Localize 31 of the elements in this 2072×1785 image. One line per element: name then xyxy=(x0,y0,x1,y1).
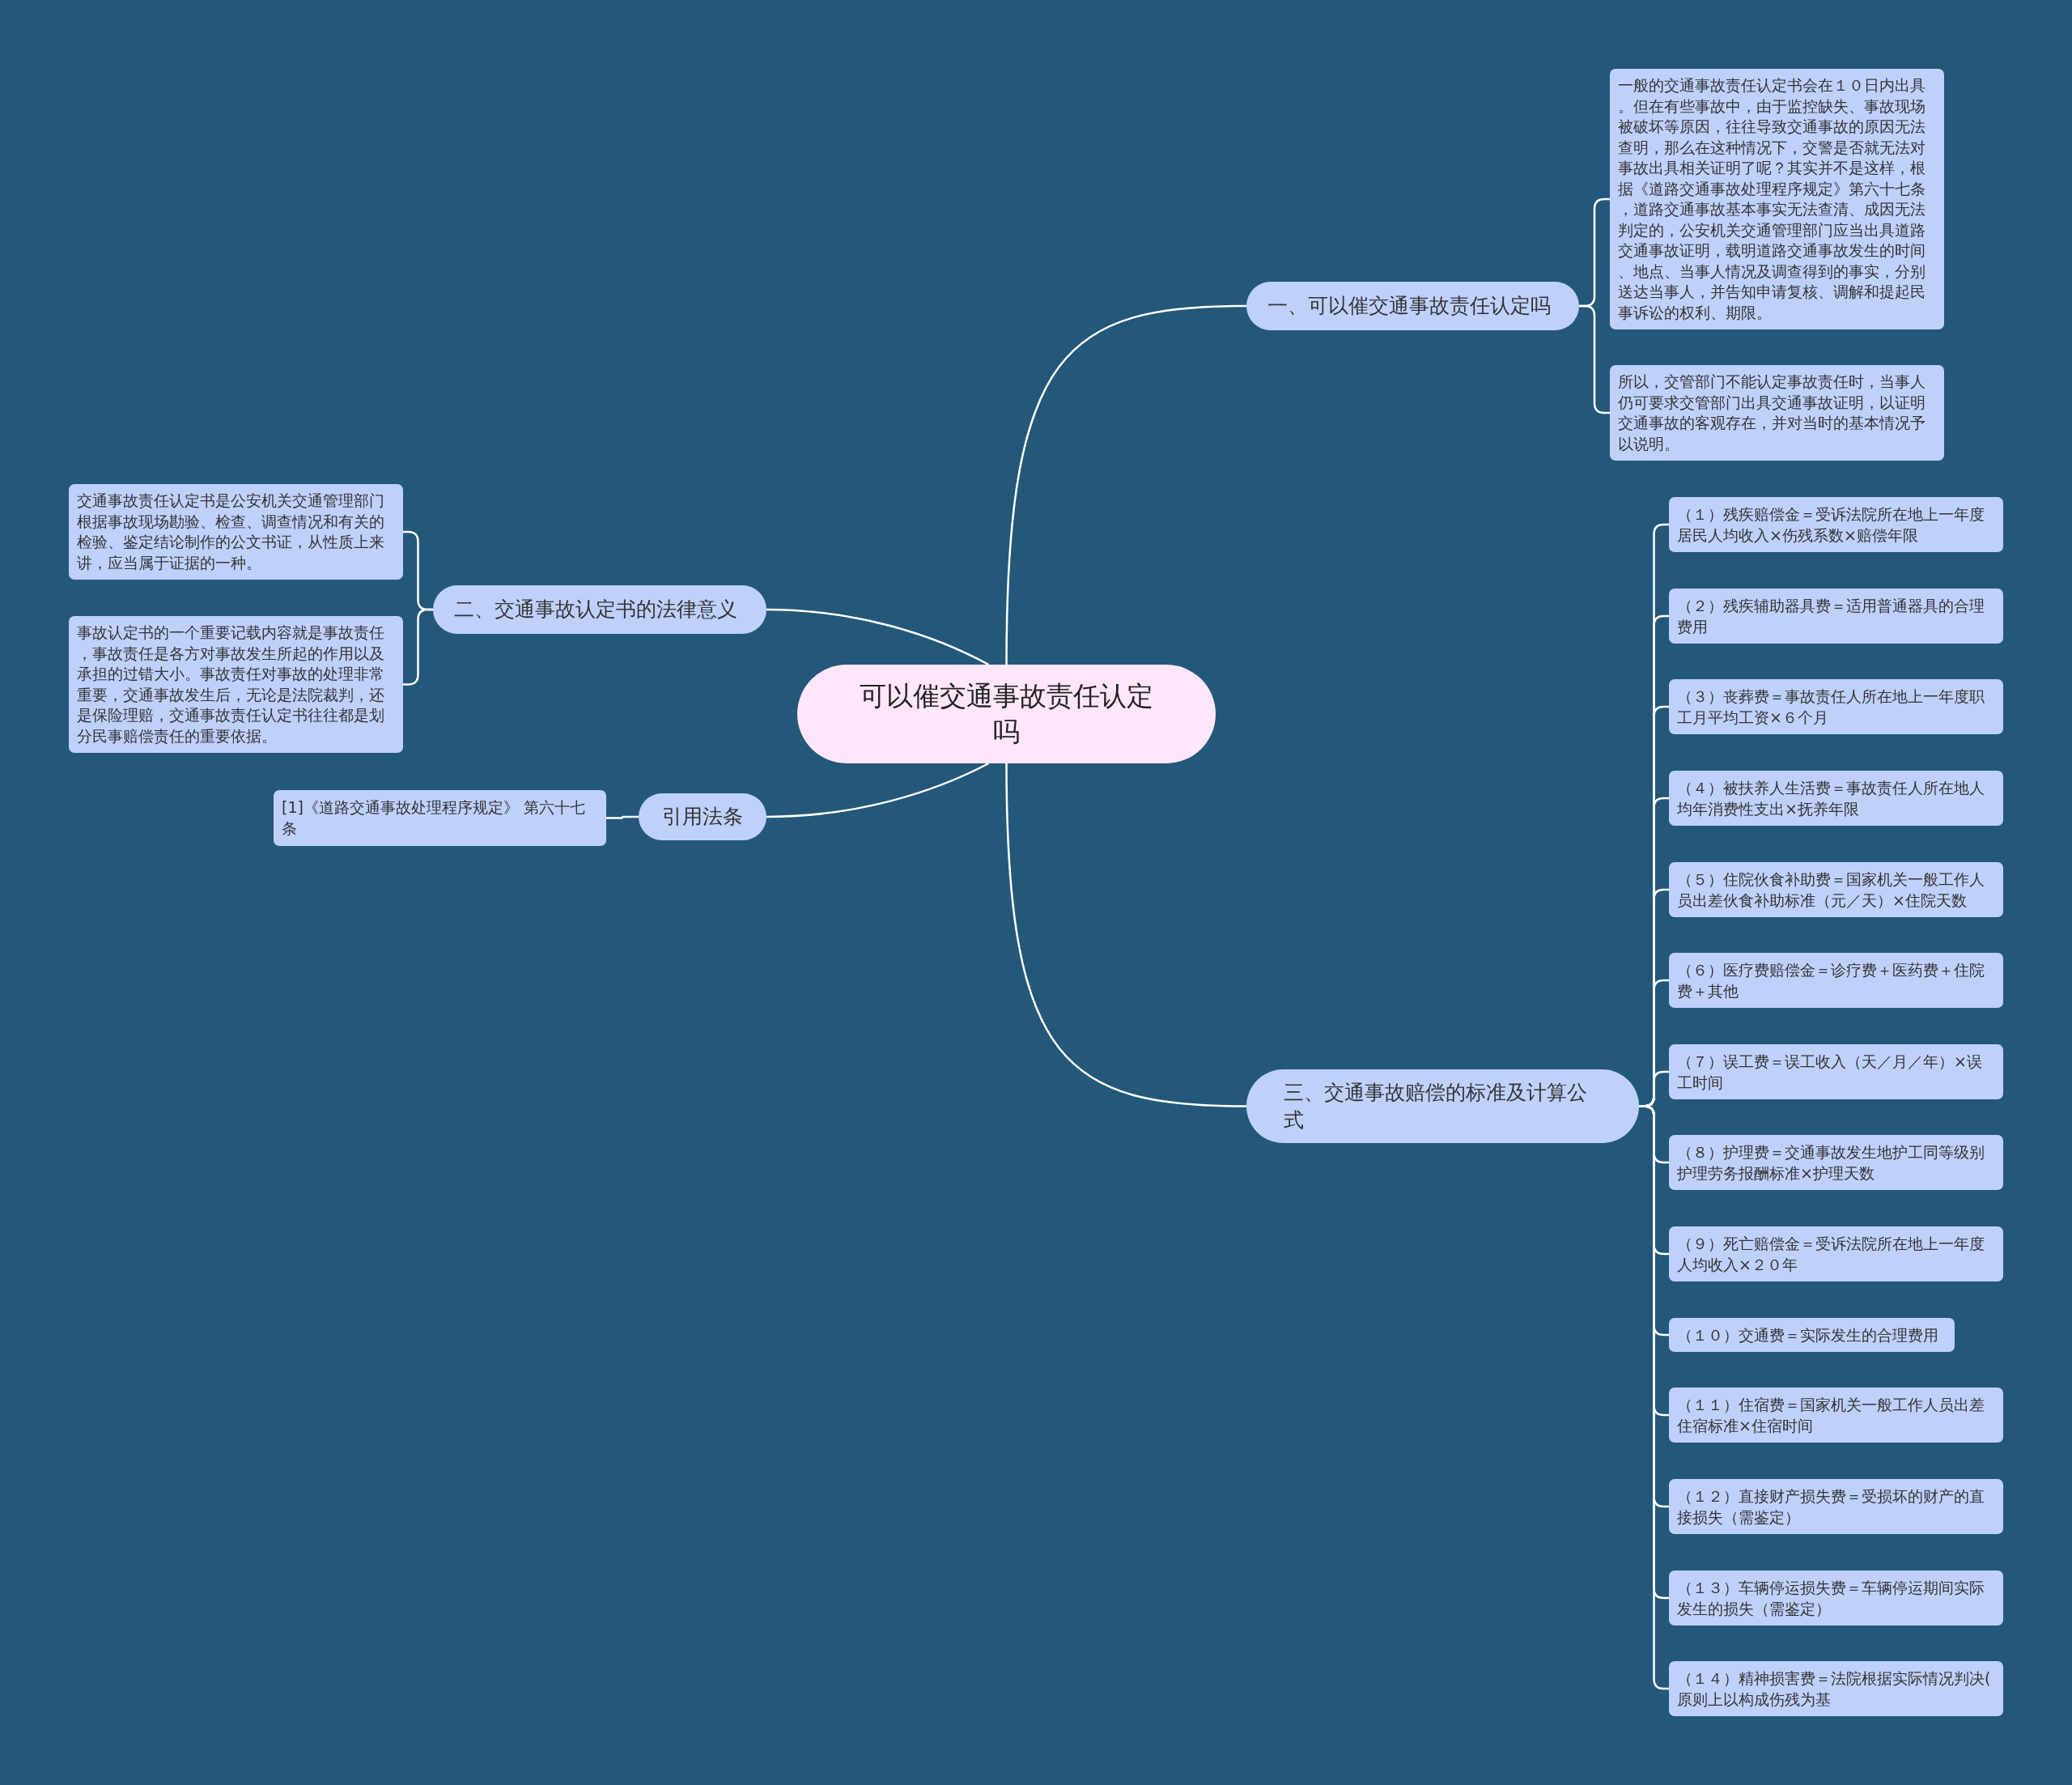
formula-card: （６）医疗费赔偿金＝诊疗费＋医药费＋住院费＋其他 xyxy=(1669,953,2003,1008)
topic-pill: 一、可以催交通事故责任认定吗 xyxy=(1246,282,1579,330)
formula-card: （１）残疾赔偿金＝受诉法院所在地上一年度居民人均收入×伤残系数×赔偿年限 xyxy=(1669,497,2003,552)
formula-card: （５）住院伙食补助费＝国家机关一般工作人员出差伙食补助标准（元／天）×住院天数 xyxy=(1669,862,2003,917)
connector-line xyxy=(403,608,433,686)
note-card: 事故认定书的一个重要记载内容就是事故责任，事故责任是各方对事故发生所起的作用以及承担的过错大小。事故责任对事故的处理非常重要，交通事故发生后，无论是法院裁判，还是保险理赔，交通事故责任认定书往往都是划分民事赔偿责任的重要依据。 xyxy=(69,616,403,753)
connector-line xyxy=(1579,304,1610,414)
connector-line xyxy=(766,608,990,666)
note-card: 交通事故责任认定书是公安机关交通管理部门根据事故现场勘验、检查、调查情况和有关的检验、鉴定结论制作的公文书证，从性质上来讲，应当属于证据的一种。 xyxy=(69,484,403,580)
formula-card: （７）误工费＝误工收入（天／月／年）×误工时间 xyxy=(1669,1044,2003,1099)
central-topic: 可以催交通事故责任认定吗 xyxy=(797,665,1216,763)
connector-line xyxy=(1005,763,1247,1107)
note-card: 一般的交通事故责任认定书会在１０日内出具。但在有些事故中，由于监控缺失、事故现场被破坏等原因，往往导致交通事故的原因无法查明，那么在这种情况下，交警是否就无法对事故出具相关证明了呢？其实并不是这样，根据《道路交通事故处理程序规定》第六十七条，道路交通事故基本事实无法查清、成因无法判定的，公安机关交通管理部门应当出具道路交通事故证明，载明道路交通事故发生的时间、地点、当事人情况及调查得到的事实，分别送达当事人，并告知申请复核、调解和提起民事诉讼的权利、期限。 xyxy=(1610,69,1944,329)
formula-card: （９）死亡赔偿金＝受诉法院所在地上一年度人均收入×２０年 xyxy=(1669,1226,2003,1281)
topic-pill: 二、交通事故认定书的法律意义 xyxy=(433,585,766,634)
connector-line xyxy=(1005,304,1247,665)
topic-pill: 引用法条 xyxy=(639,793,766,840)
note-card: 所以，交管部门不能认定事故责任时，当事人仍可要求交管部门出具交通事故证明，以证明交通事故的客观存在，并对当时的基本情况予以说明。 xyxy=(1610,365,1944,461)
formula-card: （４）被扶养人生活费＝事故责任人所在地人均年消费性支出×抚养年限 xyxy=(1669,771,2003,826)
formula-card: （８）护理费＝交通事故发生地护工同等级别护理劳务报酬标准×护理天数 xyxy=(1669,1135,2003,1190)
formula-card: （３）丧葬费＝事故责任人所在地上一年度职工月平均工资×６个月 xyxy=(1669,679,2003,734)
reference-card: [1]《道路交通事故处理程序规定》 第六十七条 xyxy=(274,790,606,846)
connector-line xyxy=(766,762,990,818)
formula-card: （２）残疾辅助器具费＝适用普通器具的合理费用 xyxy=(1669,589,2003,644)
formula-card: （１２）直接财产损失费＝受损坏的财产的直接损失（需鉴定） xyxy=(1669,1479,2003,1534)
formula-card: （１０）交通费＝实际发生的合理费用 xyxy=(1669,1318,1955,1352)
formula-card: （１１）住宿费＝国家机关一般工作人员出差住宿标准×住宿时间 xyxy=(1669,1388,2003,1443)
formula-card: （１４）精神损害费＝法院根据实际情况判决(原则上以构成伤残为基 xyxy=(1669,1661,2003,1716)
connector-line xyxy=(606,815,639,819)
topic-pill: 三、交通事故赔偿的标准及计算公式 xyxy=(1246,1069,1639,1143)
formula-card: （１３）车辆停运损失费＝车辆停运期间实际发生的损失（需鉴定） xyxy=(1669,1570,2003,1626)
